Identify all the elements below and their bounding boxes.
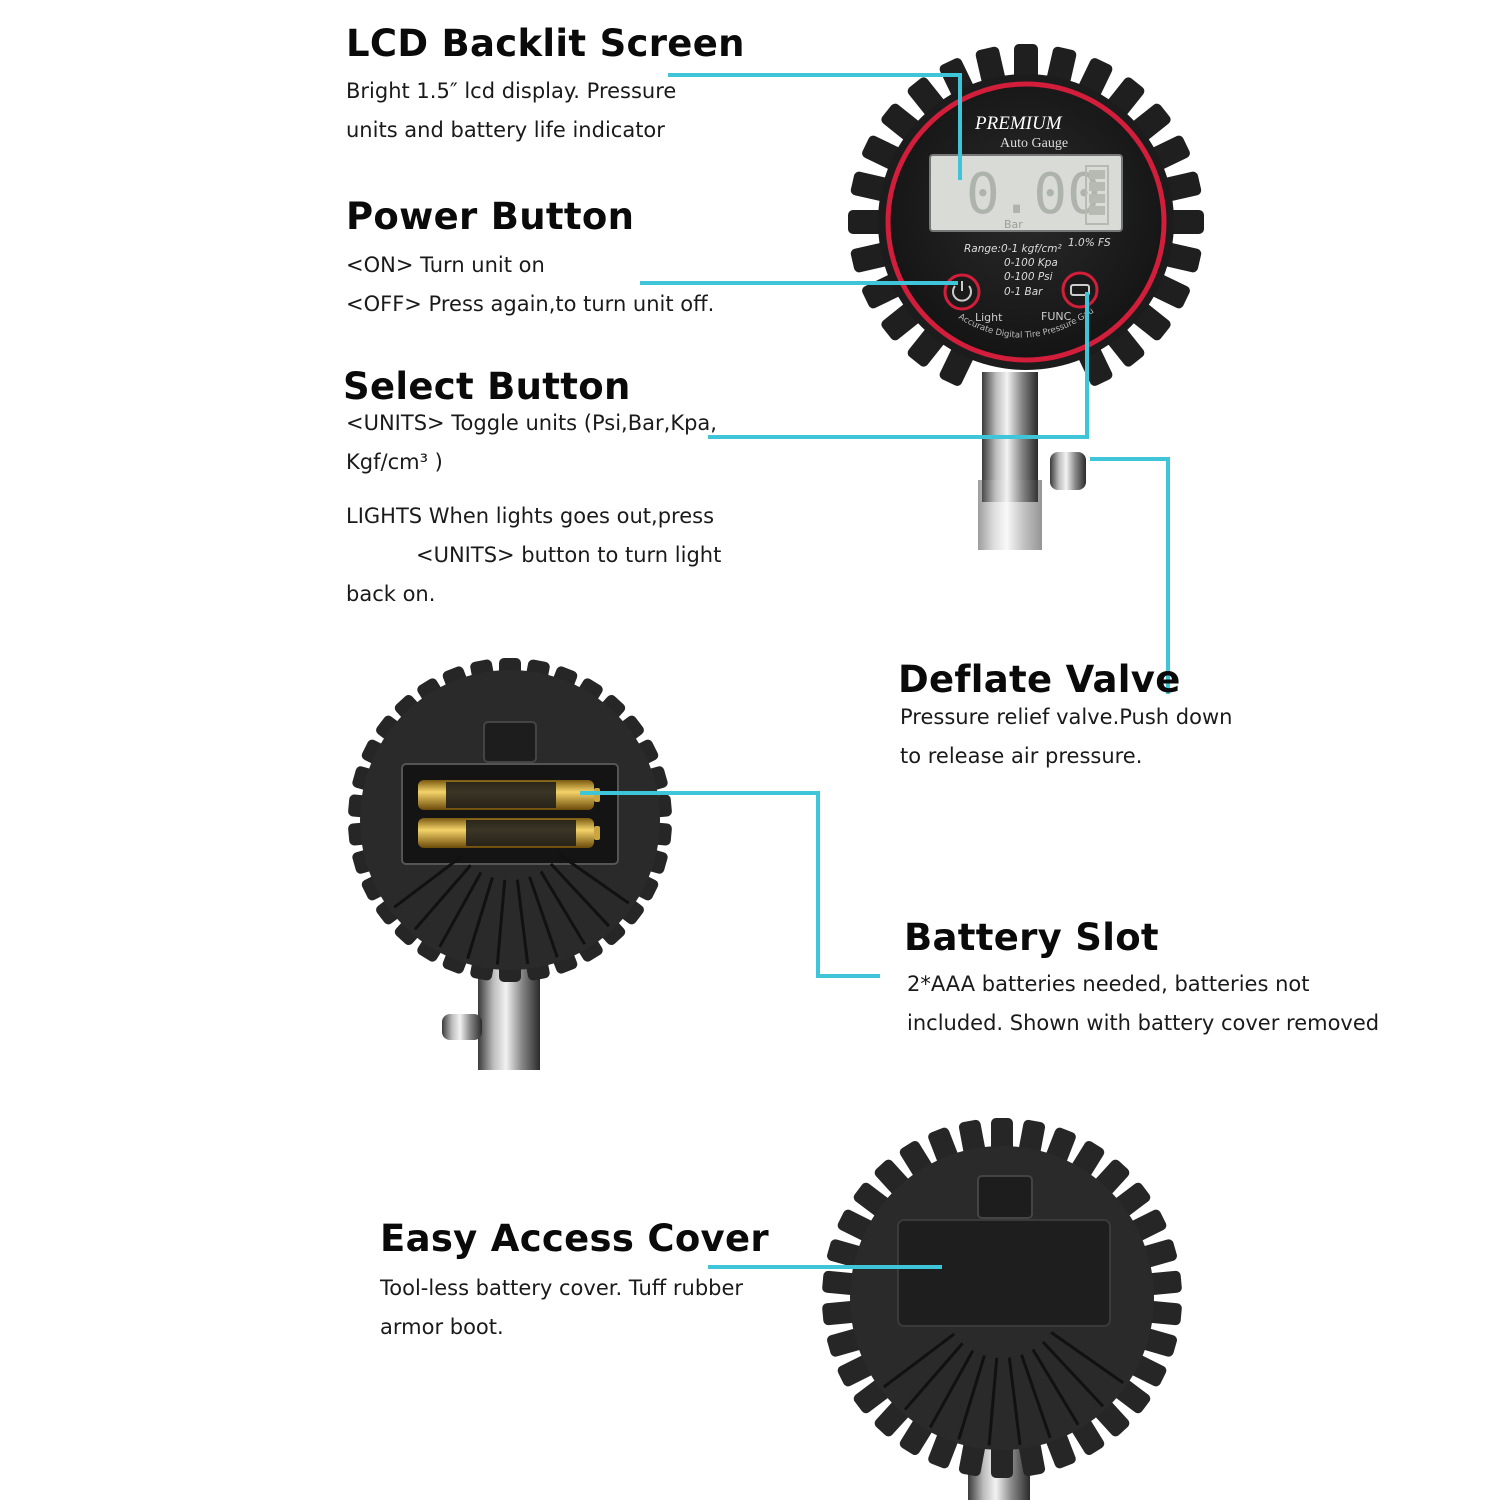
- lcd-unit: Bar: [1004, 218, 1023, 231]
- gauge2-valve: [442, 1014, 482, 1040]
- gauge-brand: PREMIUM: [974, 113, 1063, 134]
- accuracy-label: 1.0% FS: [1068, 237, 1111, 249]
- battery-heading: Battery Slot: [904, 916, 1159, 959]
- callout-line-battery: [580, 791, 880, 978]
- power-description: <ON> Turn unit on<OFF> Press again,to tu…: [346, 253, 715, 316]
- lcd-screen: [929, 154, 1123, 232]
- rib-line: [528, 876, 559, 958]
- callout-line-deflate: [1090, 457, 1170, 694]
- rib-line: [987, 1357, 999, 1446]
- lights-description: LIGHTS When lights goes out,press<UNITS>…: [346, 504, 722, 606]
- battery-cover: [897, 1219, 1111, 1327]
- rib-line: [882, 1332, 955, 1389]
- rib-line: [539, 870, 586, 946]
- rib-line: [1050, 1331, 1125, 1385]
- rib-line: [495, 879, 507, 965]
- gauge-red-ring: [885, 81, 1167, 363]
- rib-line: [1031, 1348, 1080, 1426]
- gauge-subtitle: Auto Gauge: [1000, 136, 1068, 151]
- rib-line: [903, 1342, 964, 1411]
- power-heading: Power Button: [346, 195, 635, 238]
- battery-life-indicator: [1085, 165, 1109, 225]
- power-icon: [952, 285, 972, 302]
- select-description: <UNITS> Toggle units (Psi,Bar,Kpa,Kgf/cm…: [346, 411, 717, 474]
- rib-line: [1041, 1340, 1105, 1408]
- gauge2-latch: [483, 721, 537, 763]
- cover-gauge: [822, 1118, 1182, 1500]
- rib-line: [558, 853, 630, 905]
- callout-lines: [580, 73, 1170, 1269]
- rib-line: [413, 864, 472, 931]
- rib-line: [515, 879, 530, 965]
- cover-heading: Easy Access Cover: [380, 1217, 769, 1260]
- lcd-reading: 0.00: [966, 162, 1101, 227]
- rib-line: [466, 876, 494, 960]
- rib-line: [438, 871, 483, 948]
- gauge-stem-fade: [978, 480, 1042, 550]
- rib-line: [393, 854, 463, 909]
- open-back-gauge: [348, 658, 672, 1070]
- gauge3-latch: [977, 1175, 1033, 1219]
- func-label: FUNC: [1041, 310, 1072, 323]
- light-label: Light: [975, 311, 1003, 324]
- deflate-heading: Deflate Valve: [898, 658, 1181, 701]
- rib-line: [1020, 1354, 1052, 1439]
- range-bar: 0-1 Bar: [1004, 286, 1043, 298]
- aaa-battery-2: [418, 818, 600, 848]
- callout-line-lcd: [668, 73, 962, 180]
- aaa-battery-1: [418, 780, 600, 810]
- select-heading: Select Button: [343, 365, 631, 408]
- deflate-valve-knob: [1050, 452, 1086, 490]
- range-label: Range:0-1 kgf/cm²: [964, 243, 1063, 255]
- range-psi: 0-100 Psi: [1004, 271, 1053, 283]
- rib-line: [928, 1349, 975, 1429]
- range-kpa: 0-100 Kpa: [1004, 257, 1058, 269]
- power-button[interactable]: [943, 273, 981, 311]
- battery-compartment: [401, 763, 619, 865]
- callout-line-select: [708, 292, 1089, 439]
- select-button[interactable]: [1061, 271, 1099, 309]
- rib-line: [549, 862, 610, 928]
- rib-line: [1007, 1357, 1022, 1446]
- rib-line: [957, 1354, 986, 1440]
- func-icon: [1070, 284, 1090, 296]
- lcd-heading: LCD Backlit Screen: [346, 22, 745, 65]
